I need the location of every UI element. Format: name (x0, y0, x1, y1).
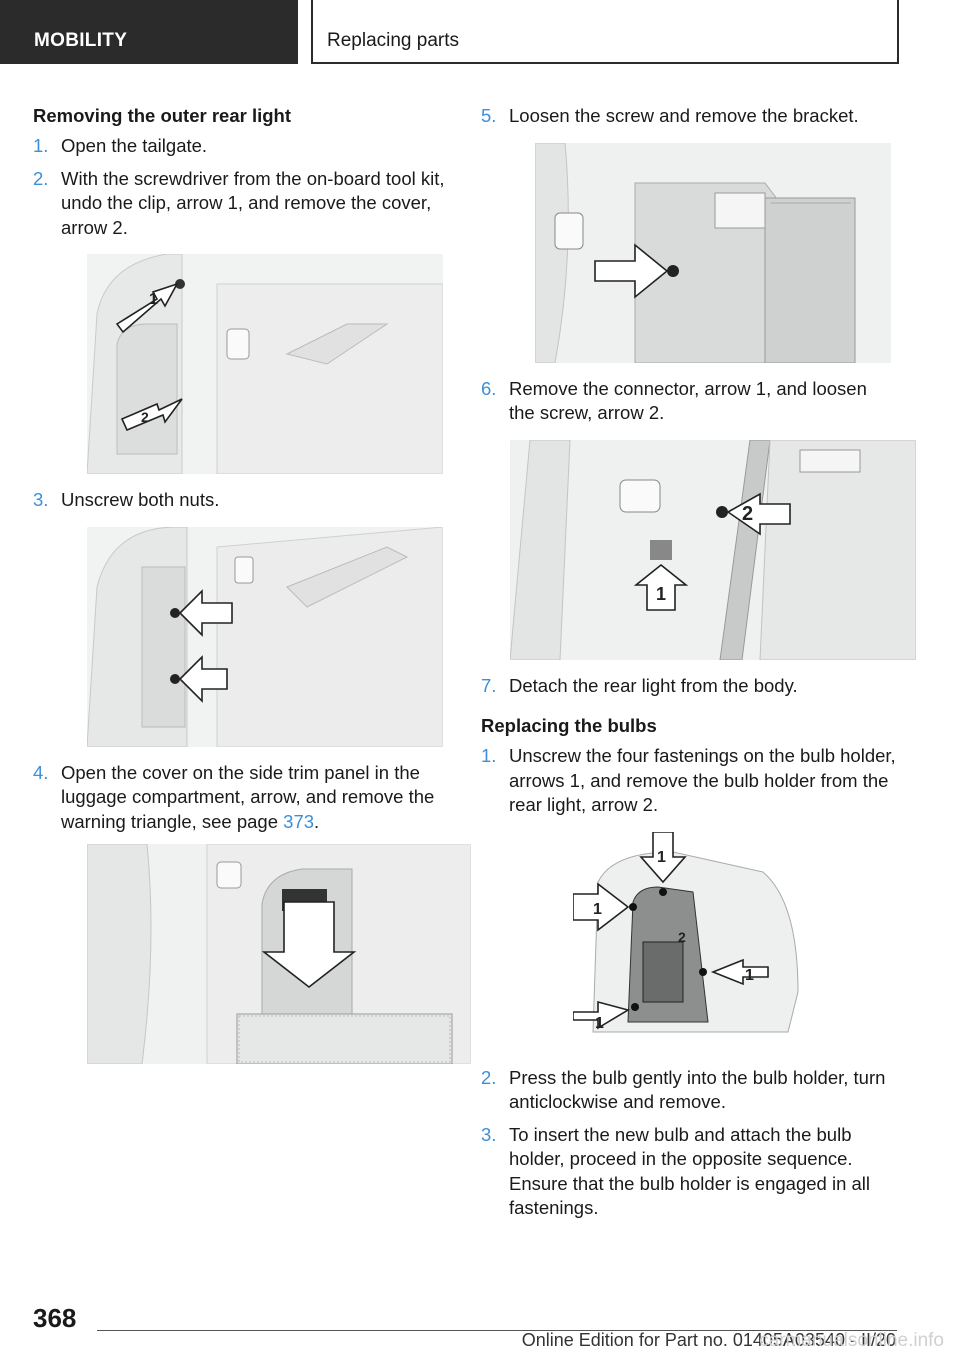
step-7: 7.Detach the rear light from the body. (481, 674, 798, 696)
figure-bracket-screw (535, 142, 891, 363)
arrow-label-2: 2 (141, 409, 149, 425)
bulb-step-1: 1.Unscrew the four fastenings on the bul… (481, 745, 896, 815)
step-1: 1.Open the tailgate. (33, 135, 208, 156)
bulb-step-2: 2.Press the bulb gently into the bulb ho… (481, 1066, 886, 1113)
right-column: 5.Loosen the screw and remove the bracke… (481, 104, 916, 1229)
section-tab: MOBILITY (0, 0, 298, 64)
arrow-label-1: 1 (656, 584, 666, 604)
step-3: 3.Unscrew both nuts. (33, 489, 220, 510)
arrow-label-1: 1 (657, 849, 666, 866)
figure-warning-triangle-cover (87, 844, 471, 1064)
footer-divider (97, 1330, 897, 1331)
figure-bulb-holder: 1 1 1 1 2 (573, 831, 803, 1052)
page-link-373[interactable]: 373 (283, 810, 315, 832)
arrow-label-1: 1 (593, 901, 602, 918)
watermark: carmanualsonline.info (759, 1330, 944, 1351)
bulb-step-3: 3.To insert the new bulb and attach the … (481, 1123, 871, 1219)
left-column: Removing the outer rear light 1.Open the… (33, 104, 471, 1064)
edition-note: Online Edition for Part no. 01405A03540 … (521, 1330, 896, 1350)
step-2: 2.With the screwdriver from the on-board… (33, 167, 445, 238)
topic-title: Replacing parts (327, 30, 460, 51)
figure-nuts (87, 526, 443, 747)
arrow-label-2: 2 (742, 503, 753, 525)
step-6: 6.Remove the connector, arrow 1, and loo… (481, 377, 867, 424)
arrow-label-1: 1 (595, 1015, 604, 1032)
page-number: 368 (33, 1303, 77, 1333)
step-5: 5.Loosen the screw and remove the bracke… (481, 105, 859, 126)
arrow-label-1: 1 (149, 291, 158, 308)
arrow-label-2: 2 (678, 929, 686, 945)
section-heading-outer-rear-light: Removing the outer rear light (33, 105, 292, 126)
arrow-label-1: 1 (745, 967, 754, 984)
section-title: MOBILITY (34, 30, 128, 51)
step-4: 4.Open the cover on the side trim panel … (33, 761, 435, 832)
section-heading-replacing-bulbs: Replacing the bulbs (481, 715, 657, 736)
topic-tab: Replacing parts (311, 0, 899, 64)
figure-connector-screw: 2 1 (510, 439, 916, 660)
figure-clip-cover: 1 2 (87, 254, 443, 474)
